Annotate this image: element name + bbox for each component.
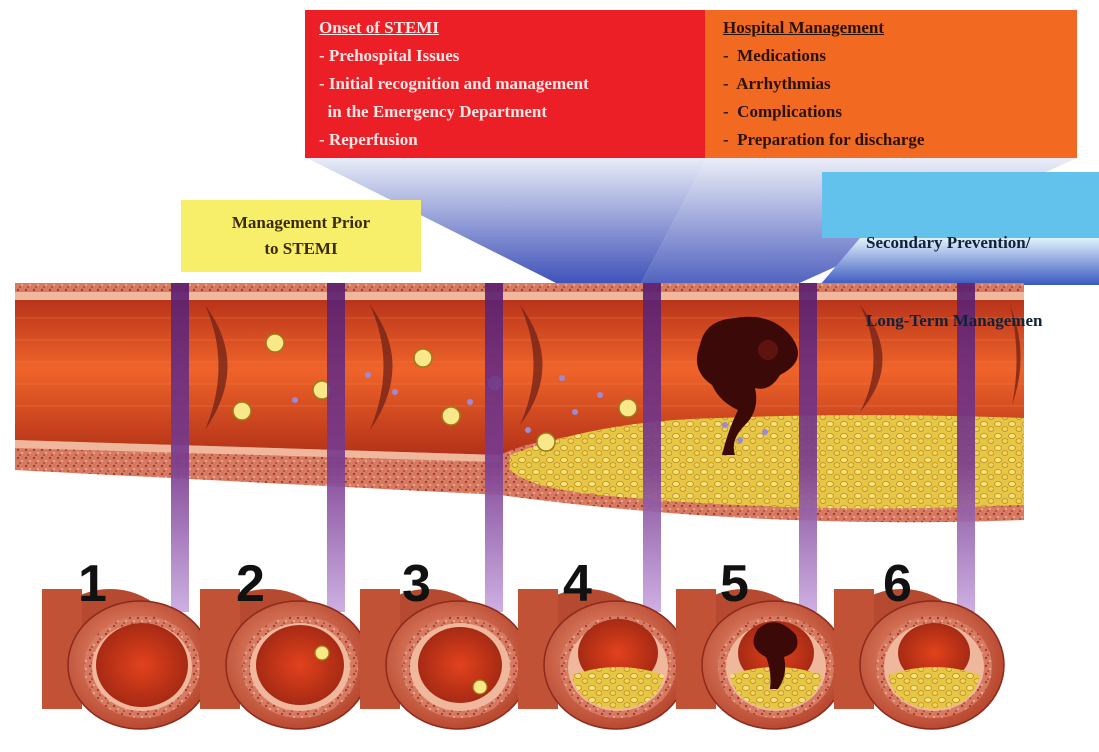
onset-item: - Reperfusion [319, 126, 707, 154]
hospital-title: Hospital Management [723, 14, 1077, 42]
stage-number-1: 1 [78, 558, 107, 610]
cross-section-6 [834, 589, 1004, 729]
cross-section-5 [676, 589, 846, 729]
stage-number-4: 4 [563, 558, 592, 610]
secondary-prevention-box: Secondary Prevention/ Long-Term Manageme… [822, 172, 1099, 238]
prior-line: Management Prior [181, 210, 421, 236]
section-marker-1 [171, 283, 189, 612]
management-prior-box: Management Prior to STEMI [181, 200, 421, 272]
hospital-item: - Medications [723, 42, 1077, 70]
onset-item: - Initial recognition and management [319, 70, 707, 98]
cross-section-3 [360, 589, 530, 729]
section-marker-4 [643, 283, 661, 612]
secondary-line: Long-Term Managemen [866, 308, 1099, 334]
cross-section-4 [518, 589, 688, 729]
secondary-line: Secondary Prevention/ [866, 230, 1099, 256]
section-marker-3 [485, 283, 503, 612]
stage-number-5: 5 [720, 558, 749, 610]
stage-number-2: 2 [236, 558, 265, 610]
onset-item: in the Emergency Department [319, 98, 707, 126]
hospital-item: - Preparation for discharge [723, 126, 1077, 154]
hospital-item: - Complications [723, 98, 1077, 126]
prior-line: to STEMI [181, 236, 421, 262]
hospital-item: - Arrhythmias [723, 70, 1077, 98]
onset-of-stemi-box: Onset of STEMI - Prehospital Issues - In… [305, 10, 707, 158]
stage-number-6: 6 [883, 558, 912, 610]
hospital-management-box: Hospital Management - Medications - Arrh… [705, 10, 1077, 158]
section-marker-2 [327, 283, 345, 612]
section-marker-5 [799, 283, 817, 612]
stage-number-3: 3 [402, 558, 431, 610]
onset-item: - Prehospital Issues [319, 42, 707, 70]
onset-title: Onset of STEMI [319, 14, 707, 42]
